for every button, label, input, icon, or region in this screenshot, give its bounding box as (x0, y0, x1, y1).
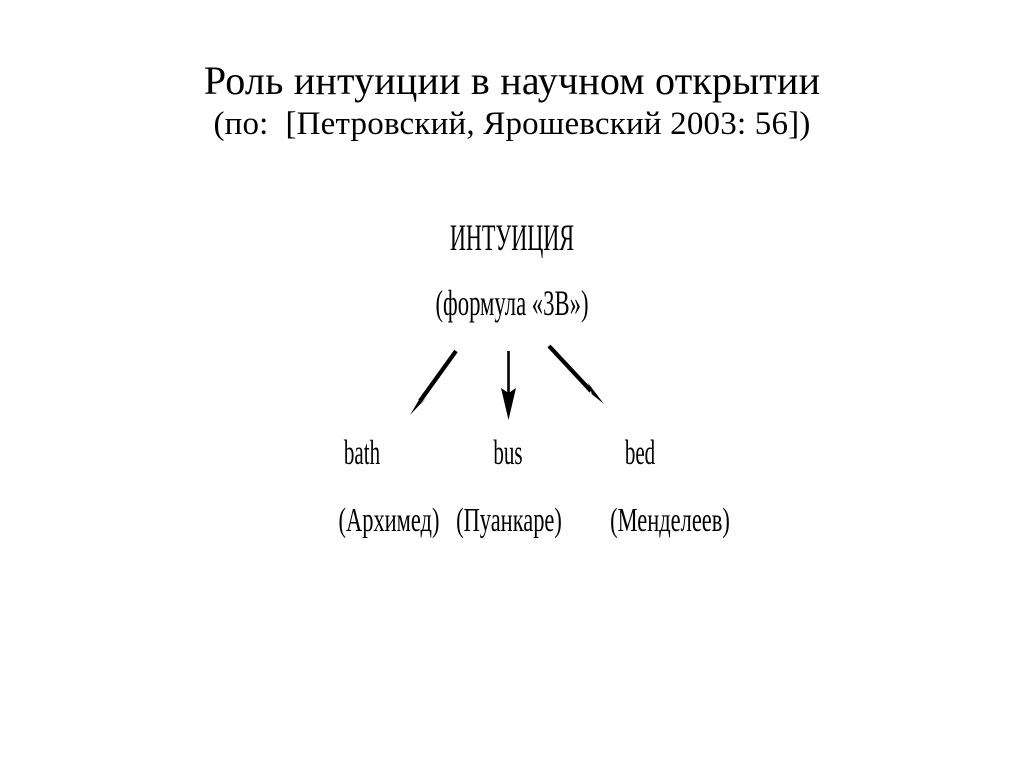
arrow-right-icon (547, 344, 604, 404)
diagram-leaf-term-3: bed (624, 433, 656, 472)
diagram-leaf-term-1: bath (343, 433, 381, 472)
diagram-root-sublabel: (формула «3В») (435, 283, 589, 323)
arrow-center-icon (501, 351, 516, 420)
arrow-left-icon (410, 349, 458, 415)
diagram-leaf-term-2: bus (493, 433, 523, 472)
page-title: Роль интуиции в научном открытии (203, 58, 821, 103)
diagram-root-label: ИНТУИЦИЯ (449, 218, 575, 259)
page-subtitle-citation: (по: [Петровский, Ярошевский 2003: 56]) (213, 106, 811, 142)
diagram-leaf-person-1: (Архимед) (338, 502, 440, 539)
diagram-leaf-person-2: (Пуанкаре) (456, 502, 562, 539)
diagram-leaf-person-3: (Менделеев) (610, 502, 730, 539)
slide-title-block: Роль интуиции в научном открытии (по: [П… (0, 58, 1024, 144)
